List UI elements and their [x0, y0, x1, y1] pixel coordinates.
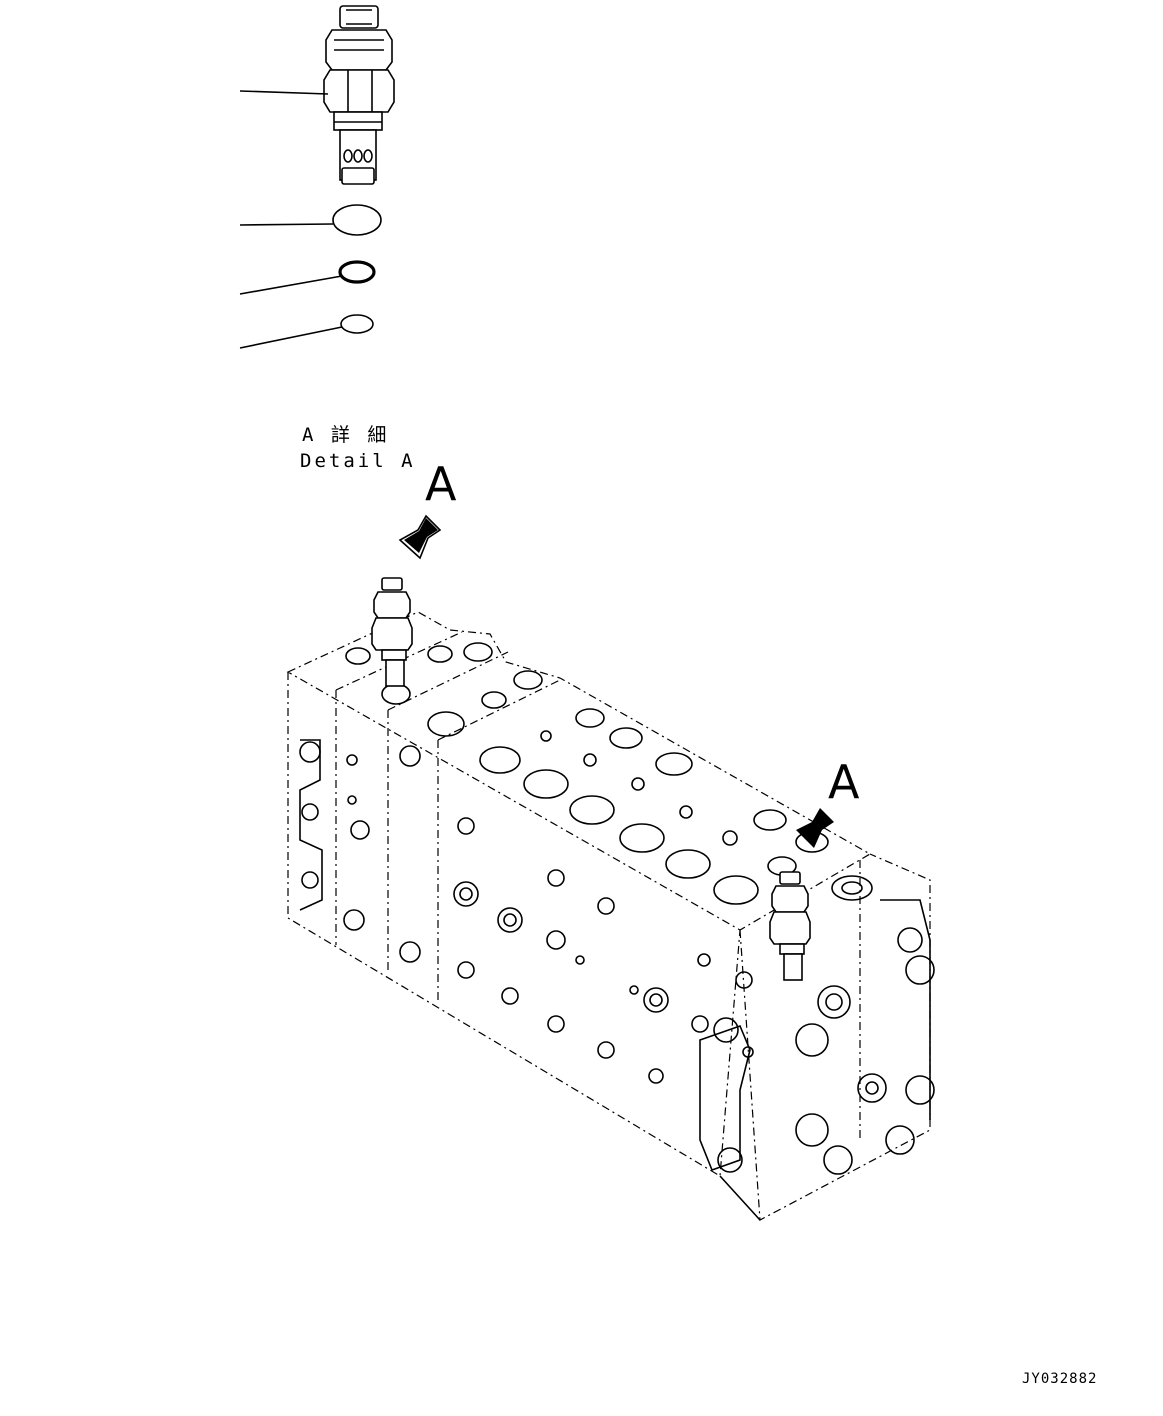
installed-cartridge-right: [769, 871, 811, 981]
o-ring-small: [340, 314, 374, 334]
detail-label-jp: A 詳 細: [302, 424, 389, 446]
leader-lines: [239, 90, 343, 349]
view-marker-a-right: A: [828, 755, 860, 809]
control-valve-block: [286, 611, 935, 1221]
backup-ring: [338, 260, 376, 284]
relief-valve-cartridge: [323, 5, 395, 185]
drawing-code: JY032882: [1022, 1371, 1097, 1387]
arrow-icon: [398, 514, 442, 560]
arrow-icon: [796, 808, 834, 848]
o-ring-large: [332, 204, 382, 236]
installed-cartridge-left: [371, 577, 413, 687]
detail-label-en: Detail A: [300, 450, 416, 472]
view-marker-a-left: A: [425, 457, 457, 511]
